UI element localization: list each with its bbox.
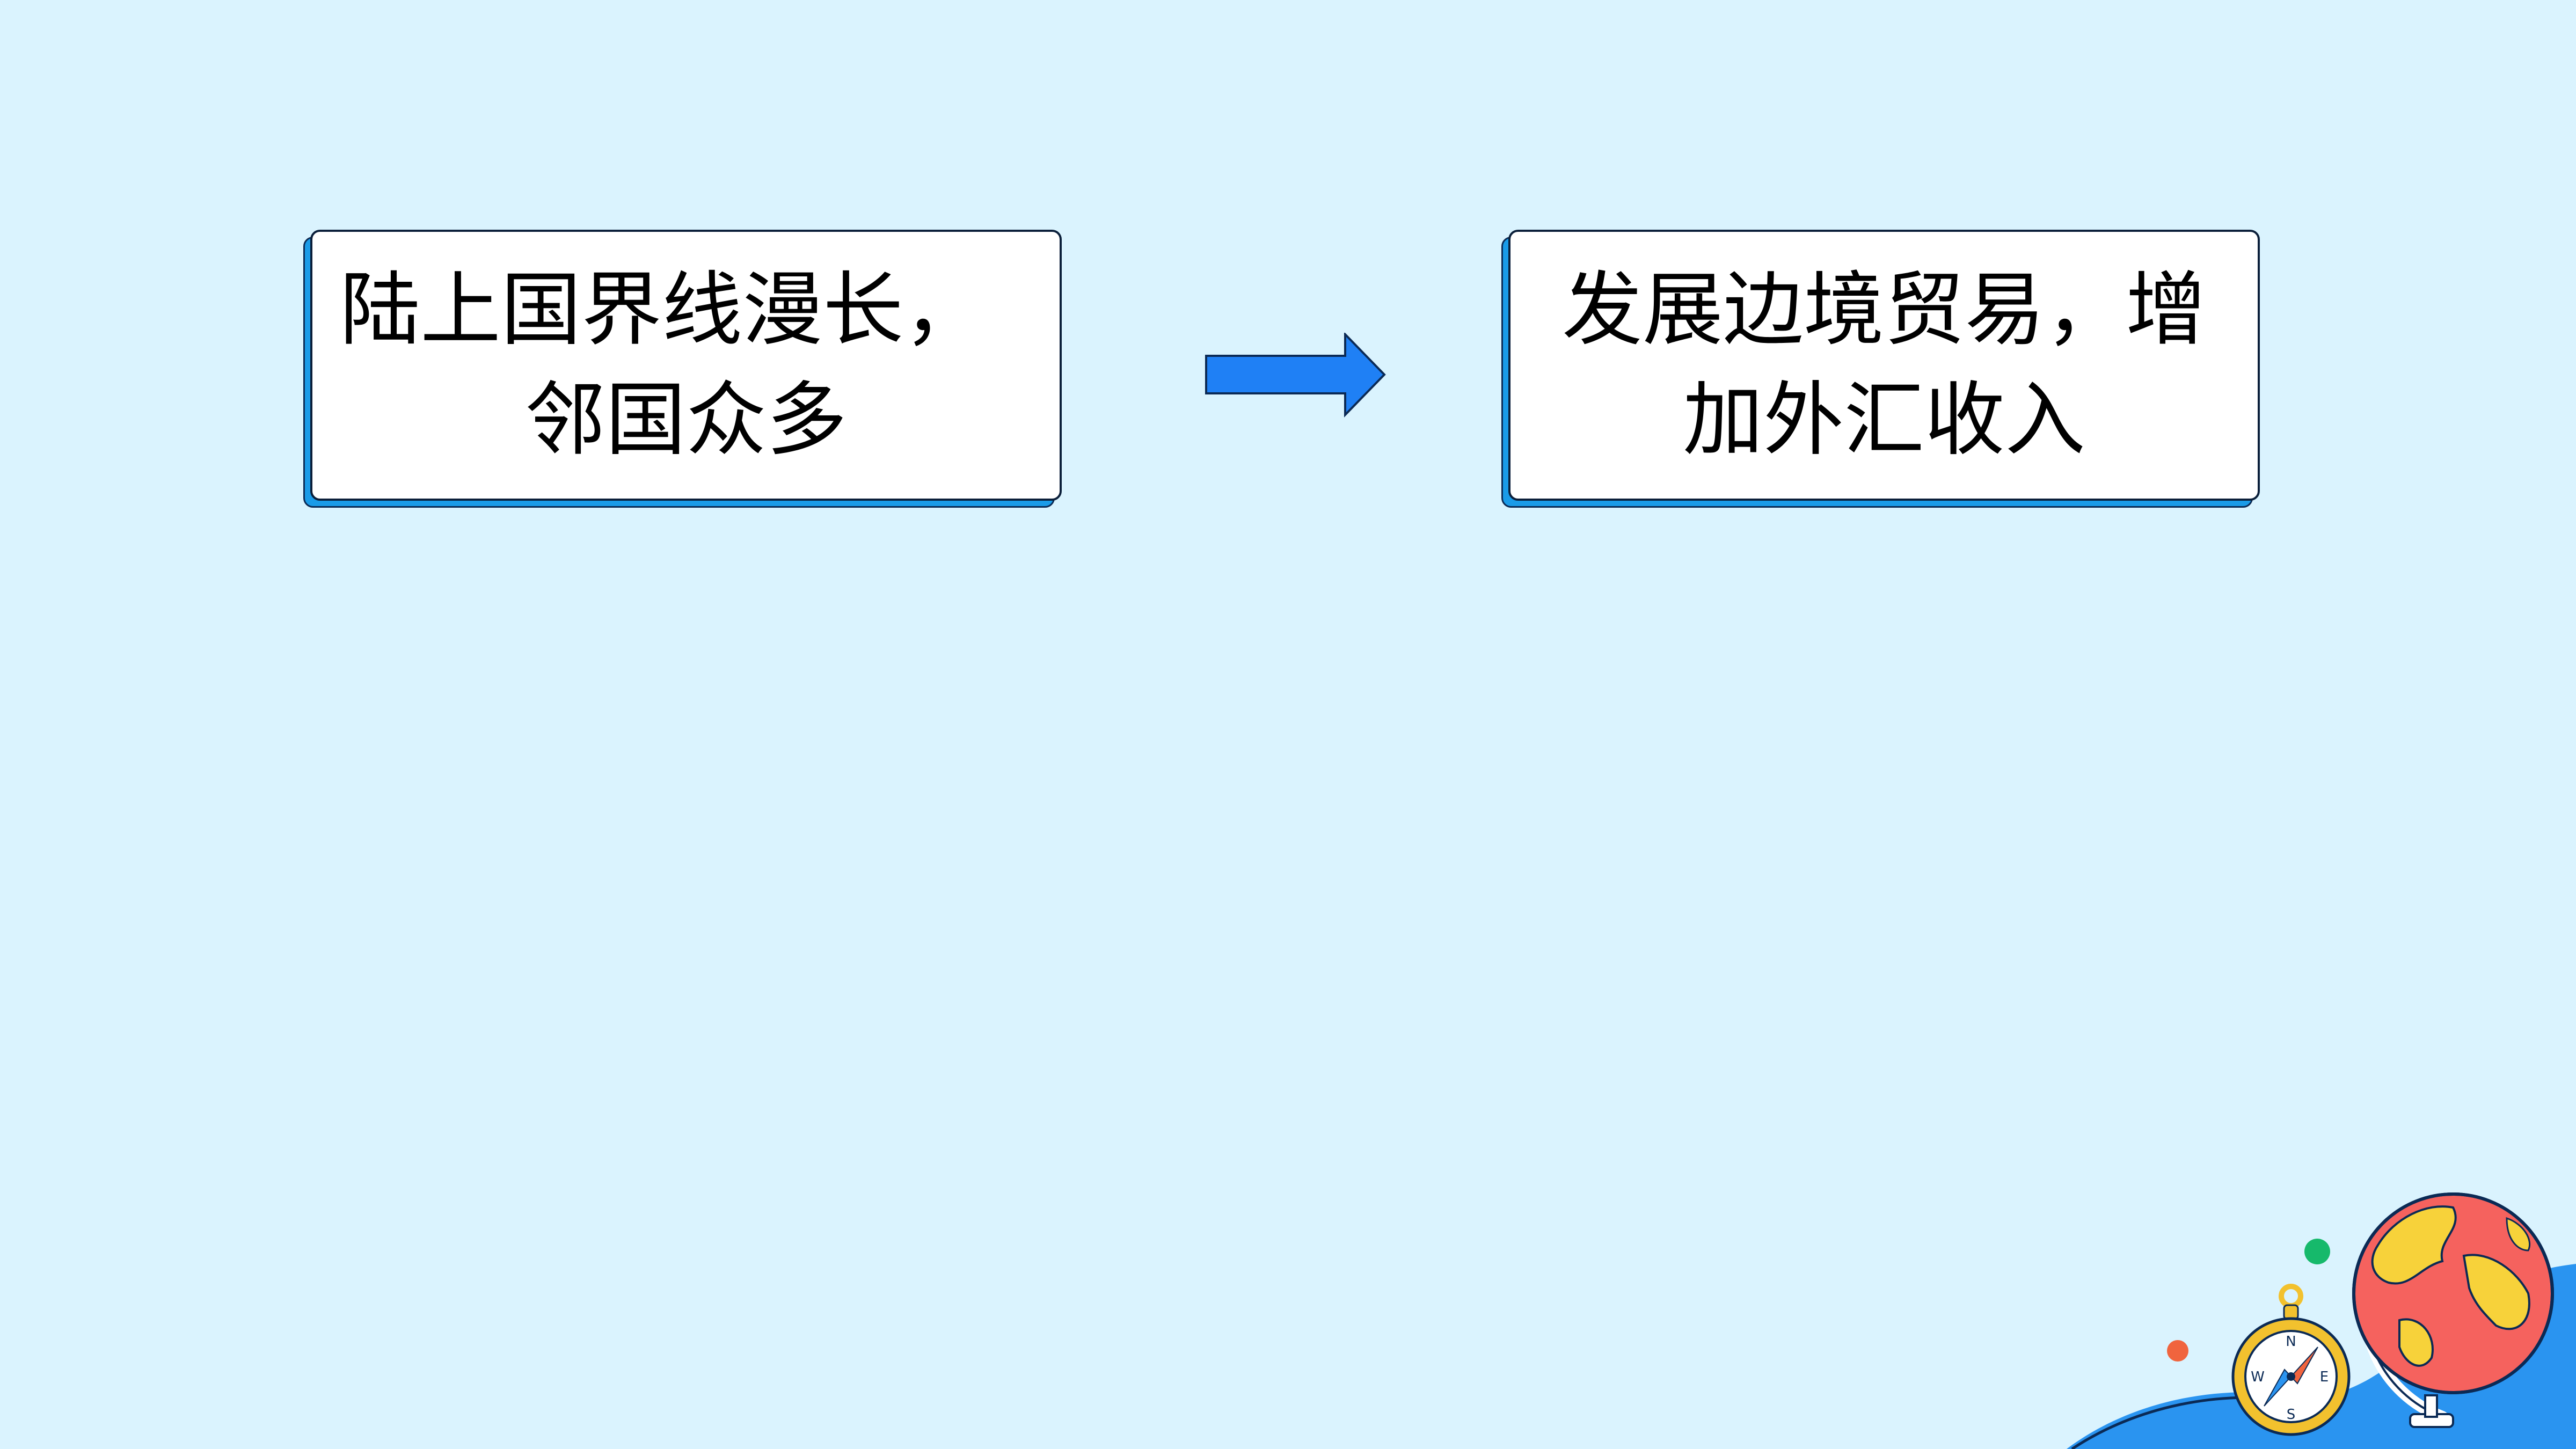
- cause-box: 陆上国界线漫长， 邻国众多: [303, 230, 1062, 508]
- orange-dot-left: [2167, 1340, 2188, 1362]
- cause-text-line-2: 邻国众多: [524, 373, 847, 467]
- cause-box-face: 陆上国界线漫长， 邻国众多: [310, 230, 1062, 501]
- decoration-cluster: N E S W: [2067, 1192, 2576, 1449]
- effect-box-face: 发展边境贸易，增 加外汇收入: [1508, 230, 2260, 501]
- compass-letter-w: W: [2251, 1369, 2265, 1385]
- compass-letter-e: E: [2320, 1369, 2329, 1385]
- effect-box: 发展边境贸易，增 加外汇收入: [1501, 230, 2260, 508]
- green-dot: [2304, 1239, 2330, 1264]
- compass-letter-n: N: [2286, 1334, 2296, 1350]
- cause-text-line-1: 陆上国界线漫长，: [339, 263, 984, 357]
- right-arrow-icon: [1205, 333, 1386, 418]
- compass-letter-s: S: [2287, 1407, 2296, 1423]
- effect-text-line-1: 发展边境贸易，增: [1561, 263, 2206, 357]
- effect-text-line-2: 加外汇收入: [1682, 373, 2085, 467]
- compass-icon: N E S W: [2231, 1284, 2351, 1436]
- globe-icon: [2352, 1192, 2554, 1428]
